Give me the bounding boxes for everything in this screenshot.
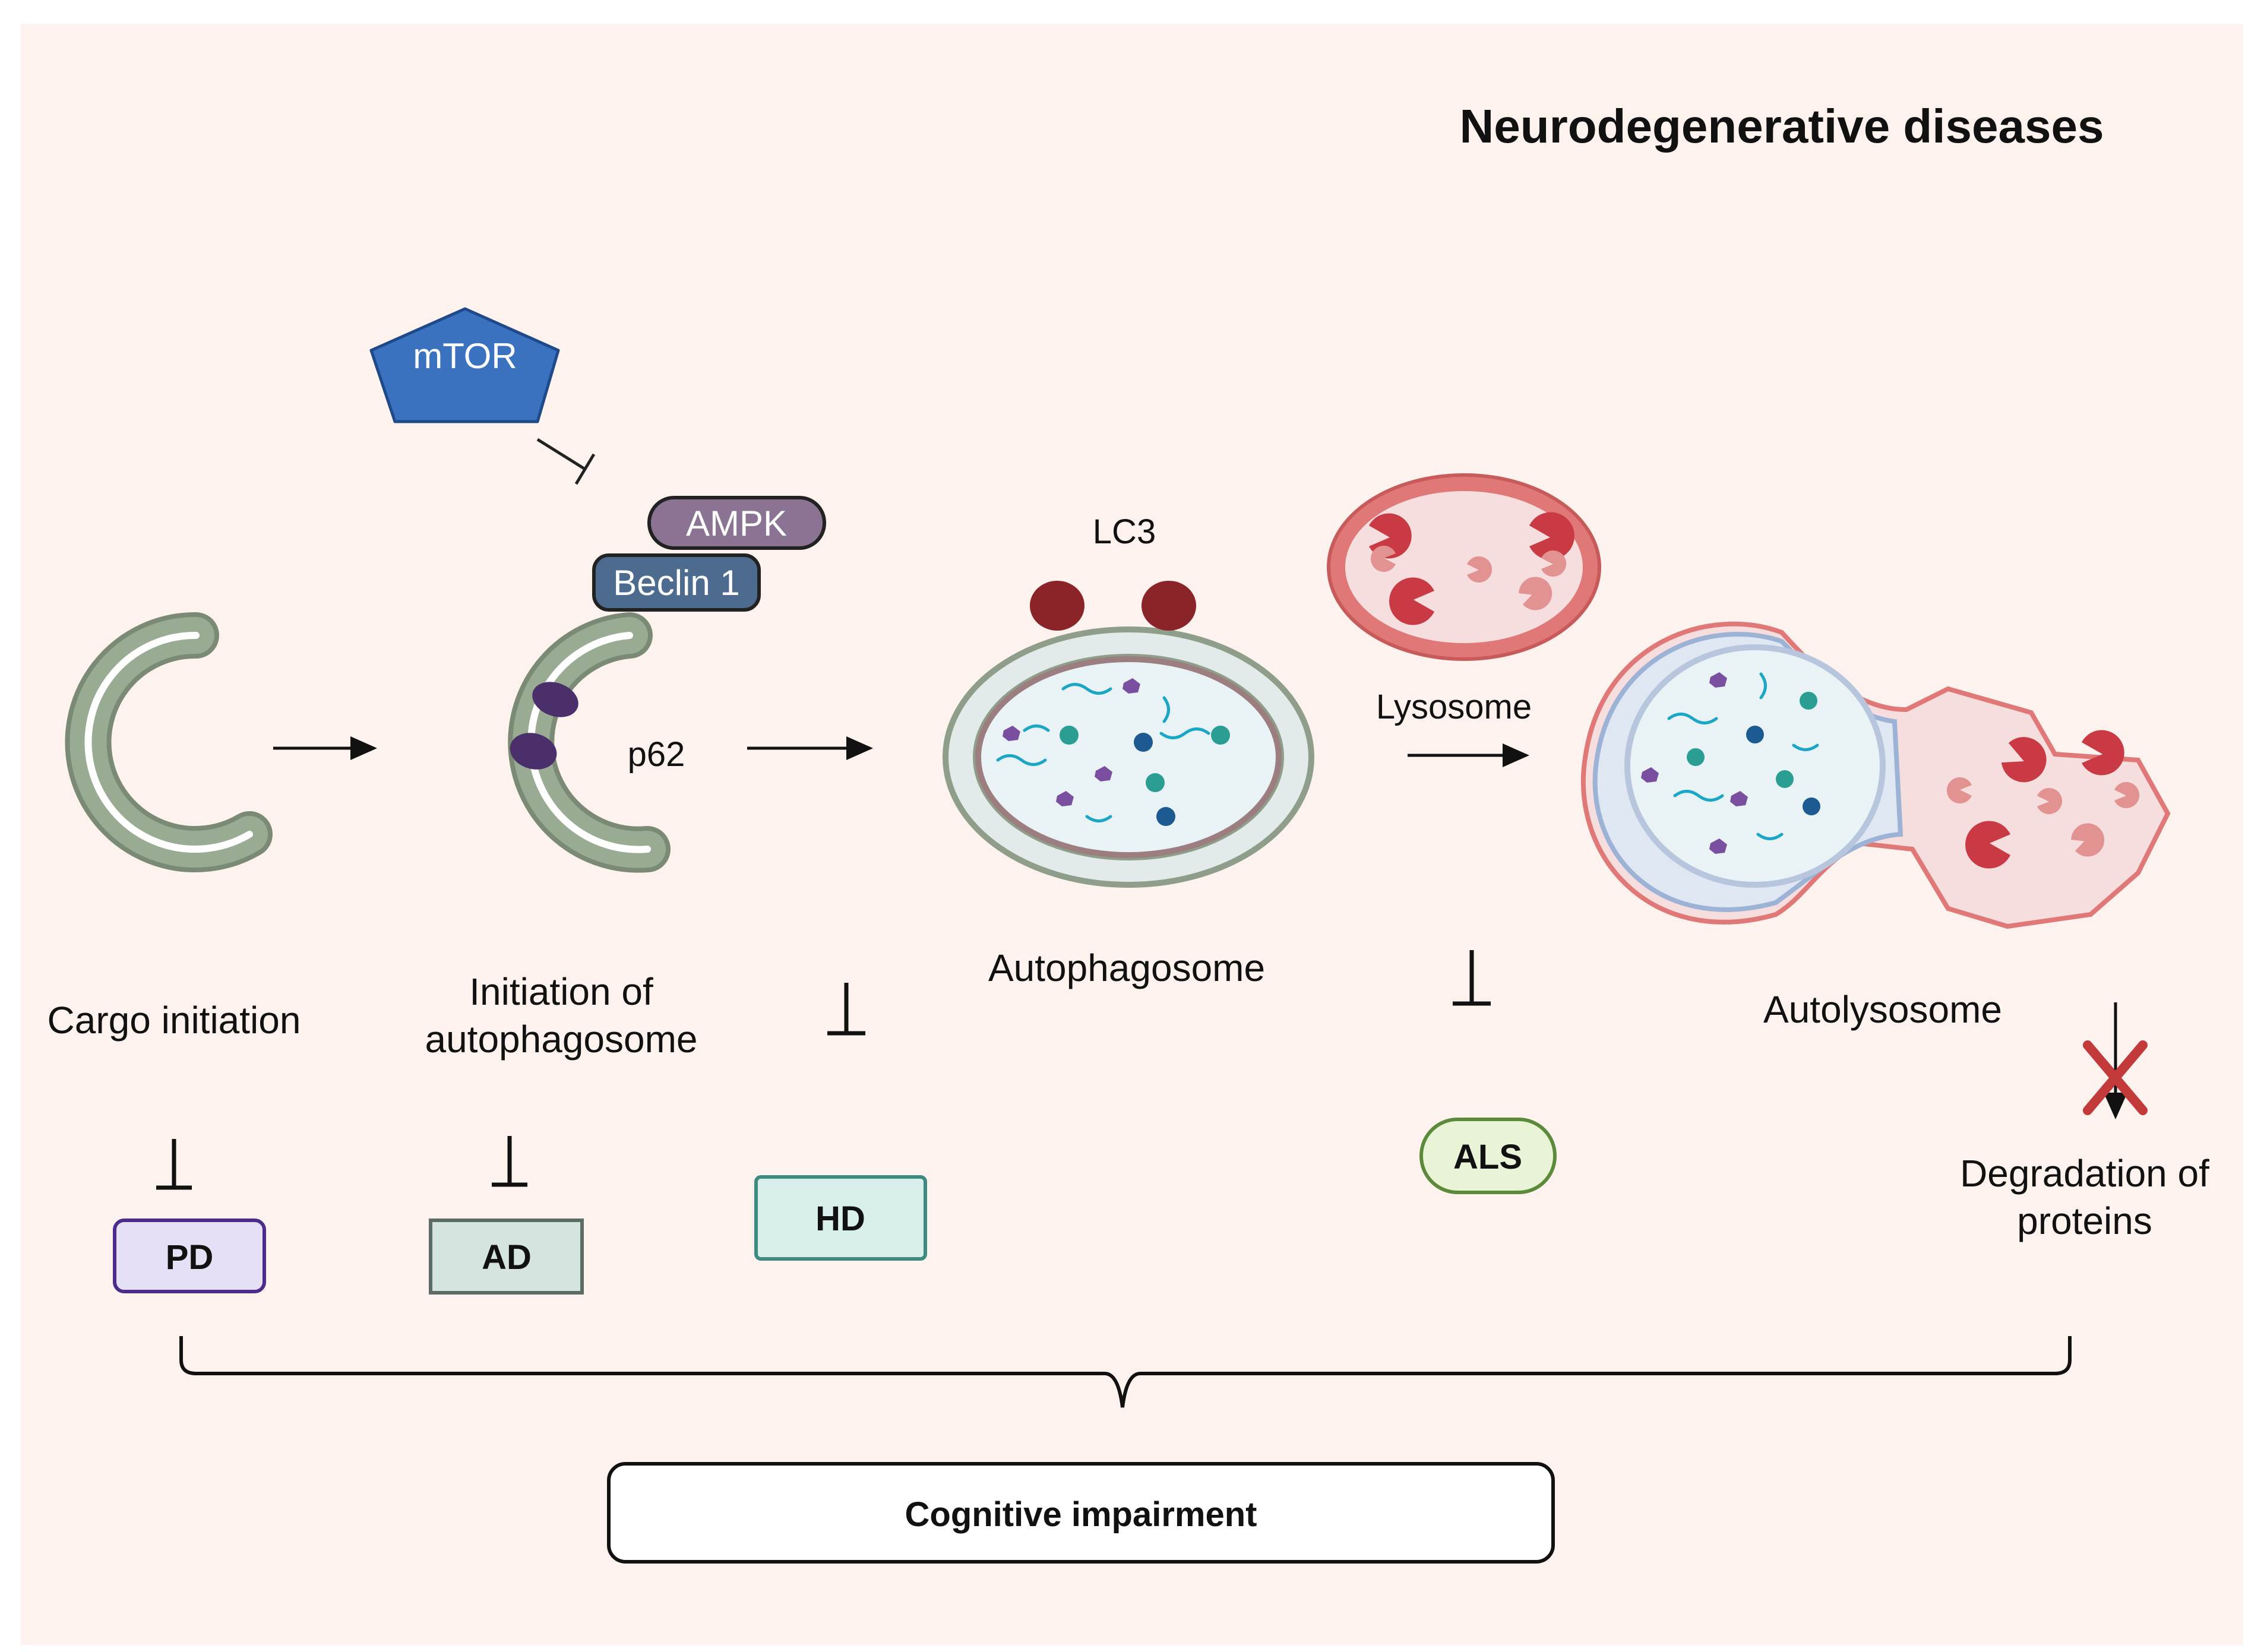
lc3-label: LC3 xyxy=(1093,512,1156,551)
outcome-box: Cognitive impairment xyxy=(607,1462,1555,1564)
stage-label-initiation-line2: autophagosome xyxy=(425,1018,697,1061)
stage-label-degradation-line1: Degradation of xyxy=(1960,1152,2209,1195)
inhibition-bar-ad xyxy=(492,1136,527,1187)
ampk-node: AMPK xyxy=(647,496,826,550)
disease-box-hd: HD xyxy=(754,1175,927,1261)
stage-label-autolysosome: Autolysosome xyxy=(1763,988,2002,1031)
lc3-molecule-2 xyxy=(1142,581,1196,631)
outcome-label: Cognitive impairment xyxy=(905,1495,1257,1534)
stage-label-degradation-line2: proteins xyxy=(2017,1200,2152,1242)
beclin-node: Beclin 1 xyxy=(592,553,761,612)
disease-label-pd: PD xyxy=(166,1238,214,1277)
mtor-node: mTOR xyxy=(369,307,560,423)
autophagosome-icon xyxy=(943,626,1314,888)
disease-box-ad: AD xyxy=(429,1219,584,1295)
ampk-label: AMPK xyxy=(686,504,787,543)
beclin-label: Beclin 1 xyxy=(613,563,739,603)
phagophore-cargo-icon xyxy=(65,612,273,872)
p62-molecule-2 xyxy=(510,733,557,770)
stage-label-initiation-line1: Initiation of xyxy=(469,970,653,1013)
disease-label-hd: HD xyxy=(815,1200,865,1238)
p62-molecule-1 xyxy=(532,682,578,717)
stage-label-autophagosome: Autophagosome xyxy=(988,947,1265,989)
inhibition-bar-pd xyxy=(156,1139,192,1190)
blocked-degradation-arrow xyxy=(2083,1002,2148,1119)
disease-label-als: ALS xyxy=(1453,1138,1522,1176)
p62-label: p62 xyxy=(628,735,685,774)
lysosome-label: Lysosome xyxy=(1376,688,1532,726)
autolysosome-icon xyxy=(1581,621,2171,929)
disease-box-als: ALS xyxy=(1419,1118,1557,1194)
disease-box-pd: PD xyxy=(113,1219,266,1293)
mtor-label: mTOR xyxy=(413,336,517,376)
lc3-molecule-1 xyxy=(1030,581,1084,631)
inhibition-bar-als xyxy=(1453,950,1491,1006)
grouping-brace xyxy=(179,1336,2072,1408)
disease-label-ad: AD xyxy=(482,1238,532,1277)
diagram-title: Neurodegenerative diseases xyxy=(1460,100,2104,153)
mtor-inhibition-line xyxy=(536,438,596,485)
lysosome-icon xyxy=(1327,473,1601,661)
stage-label-cargo: Cargo initiation xyxy=(48,999,301,1042)
inhibition-bar-hd xyxy=(827,983,865,1036)
